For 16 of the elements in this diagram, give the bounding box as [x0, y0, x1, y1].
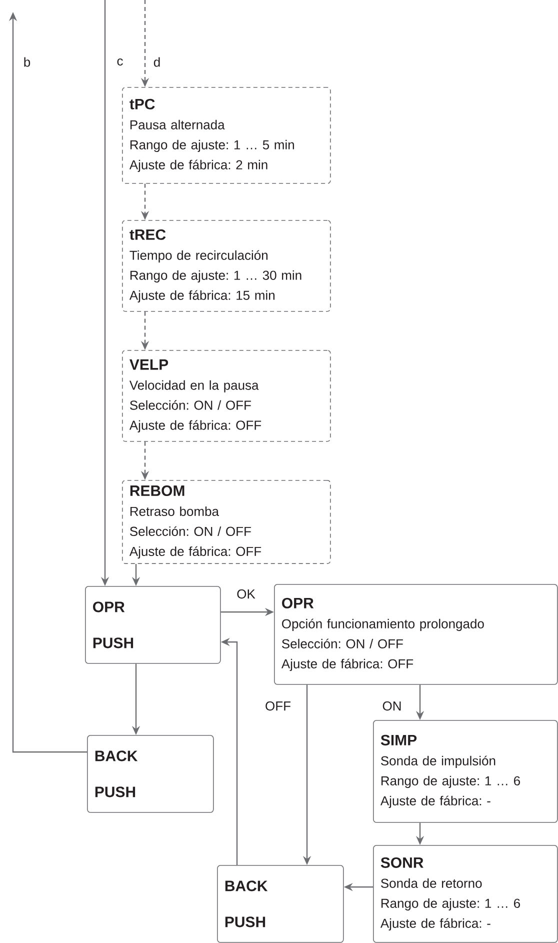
setting-box: OPR Opción funcionamiento prolongado Selección: ON / OFF Ajuste de fábrica: OFF [274, 584, 558, 685]
setting-box: VELP Velocidad en la pausa Selección: ON / OFF Ajuste de fábrica: OFF [122, 350, 331, 442]
edge-label: ON [381, 700, 403, 712]
menu-box: BACK PUSH [87, 735, 214, 813]
edge-label: OK [236, 588, 256, 600]
menu-box: BACK PUSH [217, 865, 344, 943]
setting-box: SONR Sonda de retorno Rango de ajuste: 1 … 6 Ajuste de fábrica: - [373, 845, 558, 943]
edge-label: c [116, 57, 124, 67]
setting-box: SIMP Sonda de impulsión Rango de ajuste: 1 … 6 Ajuste de fábrica: - [373, 720, 558, 823]
edge-label: d [152, 56, 162, 68]
setting-box: tREC Tiempo de recirculación Rango de ajuste: 1 … 30 min Ajuste de fábrica: 15 min [122, 220, 331, 312]
setting-box: tPC Pausa alternada Rango de ajuste: 1 … 5 min Ajuste de fábrica: 2 min [122, 87, 331, 184]
menu-box: OPR PUSH [85, 586, 221, 664]
edge-label: b [22, 56, 32, 68]
setting-box: REBOM Retraso bomba Selección: ON / OFF Ajuste de fábrica: OFF [122, 480, 331, 564]
edge-label: OFF [264, 700, 292, 712]
